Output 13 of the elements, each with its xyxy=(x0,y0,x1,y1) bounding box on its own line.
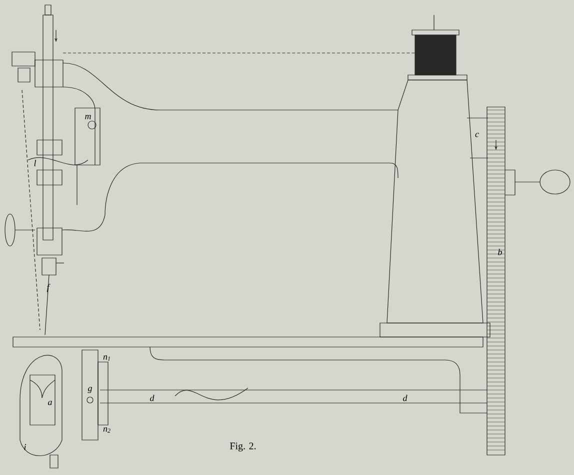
part-letter: b xyxy=(498,248,502,256)
part-letter: n$_{1}$ xyxy=(103,355,110,361)
part-letter: m xyxy=(85,114,91,120)
figure-caption: Fig. 2. xyxy=(230,442,256,452)
part-letter: l xyxy=(34,160,36,166)
part-letter: i xyxy=(24,444,26,450)
part-letter: c xyxy=(475,132,479,138)
part-letter: d xyxy=(150,394,154,402)
part-letter: g xyxy=(88,386,92,394)
part-letter: f xyxy=(46,284,50,292)
part-letter: a xyxy=(48,400,52,406)
part-letter: d xyxy=(403,394,408,402)
part-letter: n$_{2}$ xyxy=(103,427,110,433)
